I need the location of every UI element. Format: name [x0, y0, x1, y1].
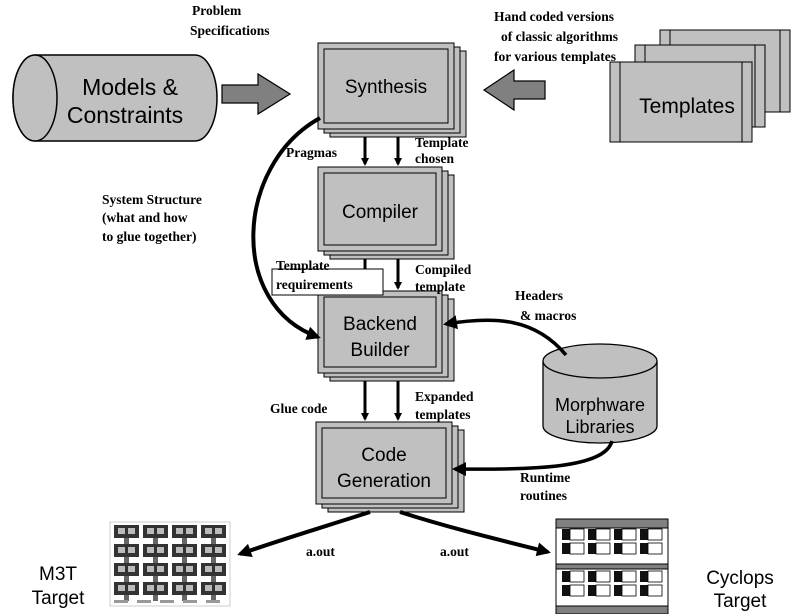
cyclops-module	[640, 542, 663, 555]
system-structure-label-line2: (what and how	[102, 210, 188, 225]
expanded-templates-label-line1: Expanded	[415, 389, 474, 404]
cyclops-module	[614, 542, 637, 555]
cyclops-module	[562, 528, 585, 541]
aout-right-arrow	[399, 510, 551, 557]
m3t-chip	[172, 563, 197, 582]
m3t-chip	[201, 563, 226, 582]
backend-label-line1: Backend	[343, 314, 417, 335]
m3t-chip	[143, 544, 168, 563]
aout-left-label: a.out	[306, 544, 335, 559]
compiler-label: Compiler	[342, 202, 419, 223]
cyclops-module	[614, 528, 637, 541]
m3t-legend-mark	[206, 600, 220, 603]
m3t-legend-mark	[183, 600, 197, 603]
m3t-chip	[172, 582, 197, 601]
compiled-template-label-line2: template	[415, 279, 465, 294]
cyclops-module	[588, 584, 611, 597]
hand-coded-label-line3: for various templates	[494, 49, 616, 64]
m3t-label-line2: Target	[32, 588, 86, 609]
synthesis-label: Synthesis	[345, 77, 427, 98]
system-structure-label-line3: to glue together)	[102, 229, 196, 244]
templates-input-arrow	[482, 68, 546, 112]
cyclops-module	[562, 570, 585, 583]
m3t-legend-mark	[160, 600, 174, 603]
m3t-chip	[143, 582, 168, 601]
runtime-routines-label-line2: routines	[520, 488, 567, 503]
headers-macros-curve-arrow	[443, 315, 568, 357]
template-requirements-label-line1: Template	[276, 258, 330, 273]
m3t-chip	[114, 525, 139, 544]
headers-macros-label-line2: & macros	[520, 308, 576, 323]
codegen-label-line2: Generation	[337, 471, 431, 492]
glue-code-label: Glue code	[270, 401, 327, 416]
template-requirements-label-line2: requirements	[276, 277, 353, 292]
templates-label: Templates	[639, 95, 735, 118]
m3t-chip	[143, 525, 168, 544]
hand-coded-label-line1: Hand coded versions	[494, 9, 614, 24]
m3t-legend-mark	[137, 600, 151, 603]
cyclops-target-rack: Cyclops Target	[555, 518, 774, 614]
cyclops-module	[588, 542, 611, 555]
m3t-label-line1: M3T	[39, 564, 77, 585]
morphware-libraries-cylinder: Morphware Libraries	[542, 343, 658, 444]
compiled-template-label-line1: Compiled	[415, 262, 472, 277]
cyclops-label-line1: Cyclops	[706, 568, 774, 589]
compiler-box: Compiler	[317, 166, 455, 260]
models-label-line2: Constraints	[67, 102, 183, 128]
expanded-templates-label-line2: templates	[415, 407, 470, 422]
pragmas-label: Pragmas	[286, 145, 337, 160]
m3t-chip	[172, 525, 197, 544]
cyclops-module	[640, 528, 663, 541]
code-generation-box: Code Generation	[315, 421, 465, 513]
cyclops-label-line2: Target	[714, 591, 768, 612]
m3t-chip	[114, 563, 139, 582]
morphware-label-line1: Morphware	[555, 395, 645, 415]
cyclops-module	[562, 584, 585, 597]
system-structure-label-line1: System Structure	[102, 192, 202, 207]
cyclops-module	[562, 542, 585, 555]
runtime-routines-curve-arrow	[452, 440, 614, 477]
cyclops-module	[640, 584, 663, 597]
synthesis-box: Synthesis	[317, 42, 467, 138]
cyclops-module	[614, 570, 637, 583]
backend-builder-box: Backend Builder	[317, 290, 455, 382]
m3t-chip	[201, 525, 226, 544]
headers-macros-label-line1: Headers	[515, 288, 563, 303]
cyclops-module	[588, 528, 611, 541]
template-chosen-label-line2: chosen	[415, 151, 454, 166]
m3t-chip	[172, 544, 197, 563]
morphware-label-line2: Libraries	[565, 417, 634, 437]
m3t-target-grid: M3T Target	[32, 521, 231, 609]
m3t-legend-mark	[114, 600, 128, 603]
aout-right-label: a.out	[440, 544, 469, 559]
m3t-chip	[201, 544, 226, 563]
backend-label-line2: Builder	[350, 340, 410, 361]
models-constraints-cylinder: Models & Constraints	[12, 54, 218, 142]
hand-coded-label-line2: of classic algorithms	[501, 29, 618, 44]
template-chosen-label-line1: Template	[415, 135, 469, 150]
aout-left-arrow	[237, 510, 371, 557]
codegen-label-line1: Code	[361, 445, 406, 466]
cyclops-module	[640, 570, 663, 583]
models-label-line1: Models &	[82, 74, 178, 100]
problem-spec-label-line1: Problem	[192, 3, 242, 18]
template-requirements-box	[271, 268, 384, 296]
cyclops-module	[614, 584, 637, 597]
problem-spec-arrow	[221, 72, 292, 116]
m3t-chip	[201, 582, 226, 601]
system-structure-curve-arrow	[251, 116, 321, 340]
cyclops-module	[588, 570, 611, 583]
problem-spec-label-line2: Specifications	[190, 23, 270, 38]
m3t-chip	[114, 544, 139, 563]
m3t-chip	[114, 582, 139, 601]
m3t-chip	[143, 563, 168, 582]
templates-stack: Templates	[609, 29, 791, 143]
runtime-routines-label-line1: Runtime	[520, 470, 570, 485]
